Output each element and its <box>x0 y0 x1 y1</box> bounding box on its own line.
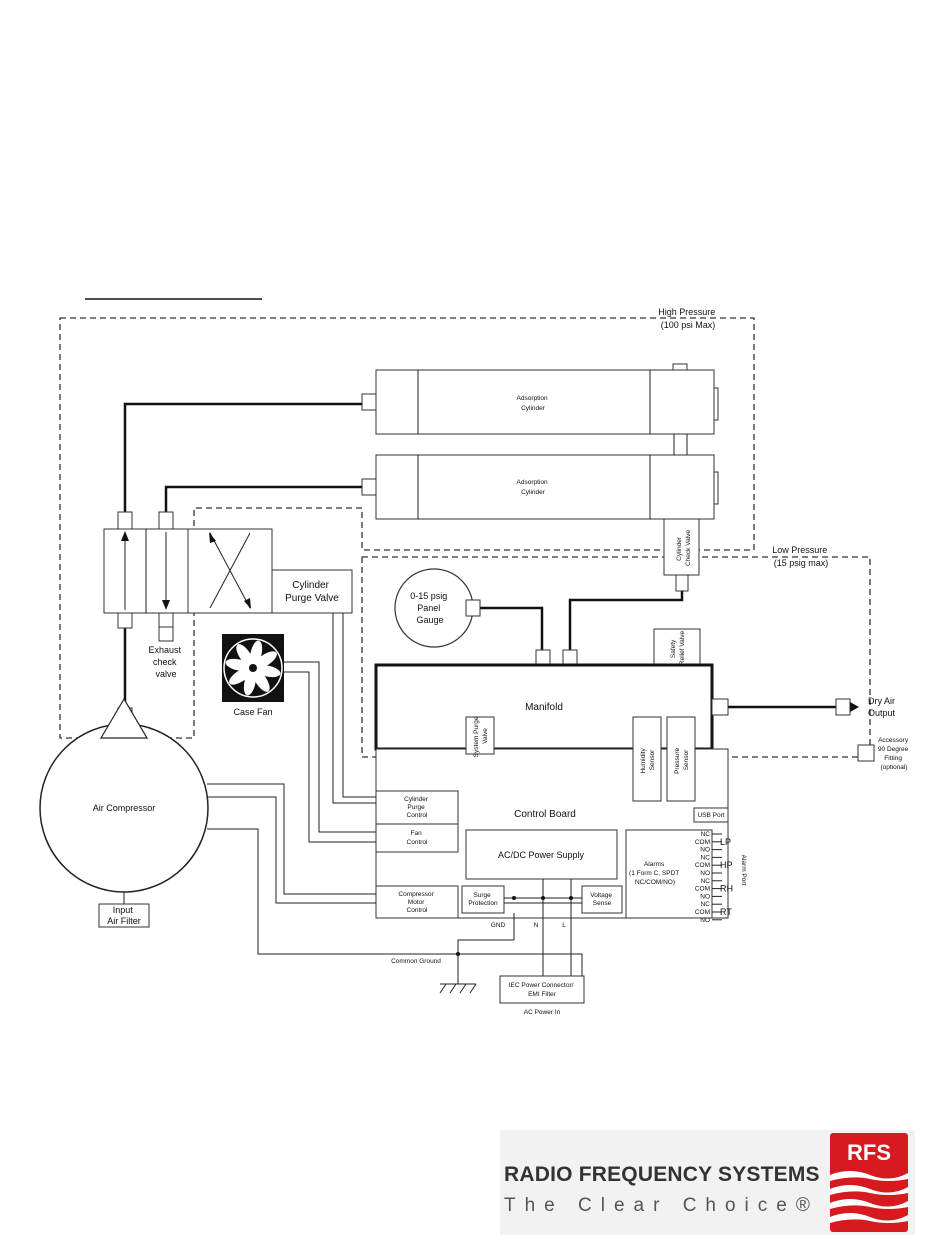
svg-text:0-15 psig Panel Ga: 0-15 psig Panel Gauge <box>410 591 450 625</box>
svg-text:Common Ground: Common Ground <box>391 958 441 965</box>
svg-text:Humidity Sensor: Humidity Sensor <box>640 746 656 773</box>
svg-text:Input Air Filter: Input Air Filter <box>107 905 141 926</box>
fan-icon <box>223 638 283 698</box>
alarm-pin-label: NO <box>700 870 710 877</box>
svg-text:Cylinder Purge Con: Cylinder Purge Control <box>404 796 430 819</box>
air-line-to-cylinder-1 <box>123 402 362 512</box>
air-compressor: Air Compressor <box>39 697 209 904</box>
air-line-check-to-manifold <box>568 591 684 650</box>
alarm-pin-label: NC <box>701 854 711 861</box>
cylinder-purge-control: Cylinder Purge Control <box>375 790 459 825</box>
usb-port: USB Port <box>693 807 729 823</box>
system-purge-valve: System Purge Valve <box>465 715 495 758</box>
rfs-logo-text: RFS <box>847 1140 891 1165</box>
svg-text:AC Power In: AC Power In <box>524 1009 561 1016</box>
brand-footer: RADIO FREQUENCY SYSTEMS The Clear Choice… <box>500 1130 915 1235</box>
svg-text:Surge Protection: Surge Protection <box>468 892 498 907</box>
fan-blade <box>252 669 270 692</box>
svg-text:Adsorption Cylinder: Adsorption Cylinder <box>517 395 550 412</box>
low-pressure-label: Low Pressure (15 psig max) <box>772 545 830 568</box>
humidity-sensor: Humidity Sensor <box>632 716 662 802</box>
high-pressure-zone <box>59 317 755 739</box>
alarm-pin-label: COM <box>695 862 710 869</box>
alarm-pin-label: NC <box>701 901 711 908</box>
svg-text:System Purge Valve: System Purge Valve <box>473 715 489 758</box>
iec-power-connector: IEC Power Connector/ EMI Filter AC Power… <box>499 975 585 1016</box>
low-pressure-zone <box>361 556 871 758</box>
accessory-fitting: Accessory 90 Degree Fitting (optional) <box>857 737 910 771</box>
cylinder-purge-valve: Cylinder Purge Valve <box>187 528 353 614</box>
surge-protection: Surge Protection <box>461 885 505 914</box>
alarm-pin-label: NC <box>701 831 711 838</box>
alarm-pin-label: COM <box>695 886 710 893</box>
air-line-to-cylinder-2 <box>164 485 362 512</box>
svg-text:Voltage Sense: Voltage Sense <box>590 892 614 907</box>
svg-text:Adsorption Cylinder: Adsorption Cylinder <box>517 479 550 496</box>
svg-text:Accessory 90 Degree: Accessory 90 Degree Fitting (optional) <box>878 737 910 771</box>
ground-symbol-icon <box>439 983 477 994</box>
alarm-group-label: RT <box>720 907 732 917</box>
alarms-block: Alarms (1 Form C, SPDT NC/COM/NO) Alarm … <box>625 829 747 919</box>
compressor-motor-control: Compressor Motor Control <box>375 885 459 919</box>
panel-gauge: 0-15 psig Panel Gauge <box>394 568 481 648</box>
svg-text:Exhaust check valv: Exhaust check valve <box>148 645 183 679</box>
safety-relief-valve: Safety Relief Valve <box>653 628 701 667</box>
high-pressure-label: High Pressure (100 psi Max) <box>658 307 718 330</box>
svg-text:Manifold: Manifold <box>525 702 563 713</box>
voltage-sense: Voltage Sense <box>581 885 623 914</box>
alarm-pin-label: NO <box>700 917 710 924</box>
svg-text:USB Port: USB Port <box>697 812 724 819</box>
fan-hub <box>249 664 257 672</box>
svg-text:Case Fan: Case Fan <box>233 707 272 717</box>
svg-text:Air Compressor: Air Compressor <box>93 803 156 813</box>
svg-text:Fan Control: Fan Control <box>407 830 429 846</box>
rfs-logo: RFS <box>830 1133 908 1232</box>
svg-text:GND: GND <box>491 922 506 929</box>
alarm-pin-label: COM <box>695 839 710 846</box>
power-supply: AC/DC Power Supply <box>465 829 618 880</box>
manifold: Manifold <box>374 663 714 751</box>
svg-text:Cylinder Purge Valve: Cylinder Purge Valve <box>285 580 339 604</box>
alarm-pin-label: NC <box>701 878 711 885</box>
svg-text:N: N <box>534 922 539 929</box>
exhaust-check-valve: Exhaust check valve <box>148 612 183 679</box>
svg-text:Compressor Motor C: Compressor Motor Control <box>398 891 435 914</box>
svg-text:IEC Power Connector/ EMI: IEC Power Connector/ EMI Filter <box>509 982 575 998</box>
svg-text:Cylinder Check Valve: Cylinder Check Valve <box>676 530 692 566</box>
pressure-sensor: Pressure Sensor <box>666 716 696 802</box>
alarm-pin-label: NO <box>700 893 710 900</box>
fan-blade <box>236 644 254 667</box>
brand-tagline: The Clear Choice® <box>504 1195 819 1216</box>
svg-text:Dry Air Output: Dry Air Output <box>868 696 898 718</box>
svg-text:Alarm Port: Alarm Port <box>740 855 747 886</box>
alarm-pin-label: NO <box>700 847 710 854</box>
svg-text:Control Board: Control Board <box>514 809 576 820</box>
svg-text:Safety Relief Valve: Safety Relief Valve <box>670 631 686 666</box>
alarm-pin-label: COM <box>695 909 710 916</box>
alarm-group-label: LP <box>720 837 731 847</box>
case-fan: Case Fan <box>222 634 284 717</box>
valve-block <box>103 511 189 629</box>
dry-air-output: Dry Air Output <box>835 696 898 718</box>
adsorption-cylinder-1: Adsorption Cylinder <box>361 363 719 435</box>
svg-text:Pressure Sensor: Pressure Sensor <box>674 746 690 774</box>
alarm-group-label: HP <box>720 860 733 870</box>
svg-text:Alarms (1 Form C, SPDT: Alarms (1 Form C, SPDT NC/COM/NO) <box>629 861 681 886</box>
input-air-filter: Input Air Filter <box>98 903 150 928</box>
cylinder-check-valve: Cylinder Check Valve <box>663 518 700 592</box>
svg-text:L: L <box>562 922 566 929</box>
air-line-gauge <box>480 606 544 650</box>
fan-control: Fan Control <box>375 823 459 853</box>
fan-blade <box>254 651 277 669</box>
svg-text:AC/DC Power Supply: AC/DC Power Supply <box>498 850 585 860</box>
brand-name: RADIO FREQUENCY SYSTEMS <box>504 1163 820 1186</box>
alarm-group-label: RH <box>720 884 733 894</box>
adsorption-cylinder-2: Adsorption Cylinder <box>361 454 719 520</box>
fan-blade <box>229 667 252 685</box>
